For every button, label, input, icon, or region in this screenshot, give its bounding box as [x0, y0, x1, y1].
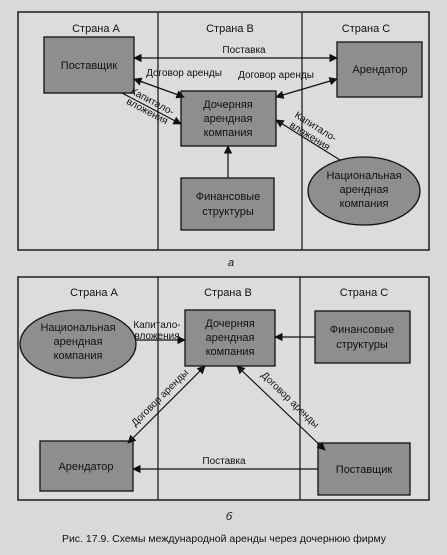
diagram-a-node-finance: Финансовые структуры	[180, 177, 275, 231]
diagram-b-capital-line-2: вложения	[134, 331, 179, 342]
figure-caption: Рис. 17.9. Схемы международной аренды че…	[62, 533, 387, 545]
diagram-b-national-line-3: компания	[54, 350, 103, 362]
diagram-a-lessee-label: Арендатор	[352, 64, 407, 76]
diagram-b-subsidiary-line-1: Дочерняя	[205, 318, 254, 330]
diagram-a-supplier-label: Поставщик	[61, 60, 118, 72]
diagram-a-lease-left-label: Договор аренды	[146, 68, 222, 79]
diagram-b-node-lessee: Арендатор	[39, 440, 134, 492]
diagram-b-column-c: Страна C	[340, 287, 388, 299]
diagram-a-subsidiary-line-2: арендная	[204, 113, 253, 125]
diagram-b-finance-line-2: структуры	[336, 339, 388, 351]
diagram-a-lease-right-label: Договор аренды	[238, 70, 314, 81]
diagram-b-delivery-label: Поставка	[202, 456, 246, 467]
diagram-a-column-c: Страна C	[342, 23, 390, 35]
diagram-b-edge-lease-right	[236, 365, 326, 451]
diagram-b-node-national: Национальная арендная компания	[19, 309, 137, 379]
diagram-a-caption: а	[228, 257, 234, 269]
diagram-b-node-supplier: Поставщик	[317, 442, 411, 496]
diagram-a-finance-line-2: структуры	[202, 206, 254, 218]
diagram-b-subsidiary-line-3: компания	[206, 346, 255, 358]
diagram-b-node-finance: Финансовые структуры	[314, 310, 411, 364]
diagram-a-delivery-label: Поставка	[222, 45, 266, 56]
diagram-a-node-lessee: Арендатор	[336, 41, 423, 98]
diagram-b-column-a: Страна A	[70, 287, 118, 299]
diagram-a-column-b: Страна B	[206, 23, 254, 35]
diagram-a-edge-lease-left	[133, 77, 185, 99]
diagram-b-lessee-label: Арендатор	[58, 461, 113, 473]
diagram-a-finance-line-1: Финансовые	[196, 191, 260, 203]
diagram-a-edge-capital-right	[275, 119, 341, 161]
diagram-a-edge-capital-left	[121, 92, 182, 125]
diagram-b-subsidiary-line-2: арендная	[206, 332, 255, 344]
diagram-a-node-subsidiary: Дочерняя арендная компания	[180, 90, 277, 147]
diagram-b-node-subsidiary: Дочерняя арендная компания	[184, 309, 276, 367]
diagram-a-edge-lease-right	[275, 77, 338, 99]
diagram-a-column-a: Страна A	[72, 23, 120, 35]
diagram-a-national-line-1: Национальная	[326, 170, 401, 182]
diagram-a-subsidiary-line-3: компания	[204, 127, 253, 139]
diagram-b-caption: б	[226, 511, 233, 523]
diagram-b-capital-line-1: Капитало-	[133, 320, 180, 331]
diagram-a-node-national: Национальная арендная компания	[307, 156, 421, 226]
diagram-b-supplier-label: Поставщик	[336, 464, 393, 476]
diagram-b-national-line-2: арендная	[54, 336, 103, 348]
diagram-a-national-line-2: арендная	[340, 184, 389, 196]
diagram-b-national-line-1: Национальная	[40, 322, 115, 334]
diagram-b: Страна A Страна B Страна C Национальная …	[17, 276, 430, 501]
diagram-b-finance-line-1: Финансовые	[330, 324, 394, 336]
diagram-a: Страна A Страна B Страна C Поставщик Доч…	[17, 11, 430, 251]
diagram-b-edge-lease-left	[127, 365, 206, 444]
diagram-a-node-supplier: Поставщик	[43, 36, 135, 94]
diagram-b-column-b: Страна B	[204, 287, 252, 299]
diagram-a-subsidiary-line-1: Дочерняя	[203, 99, 252, 111]
diagram-a-national-line-3: компания	[340, 198, 389, 210]
